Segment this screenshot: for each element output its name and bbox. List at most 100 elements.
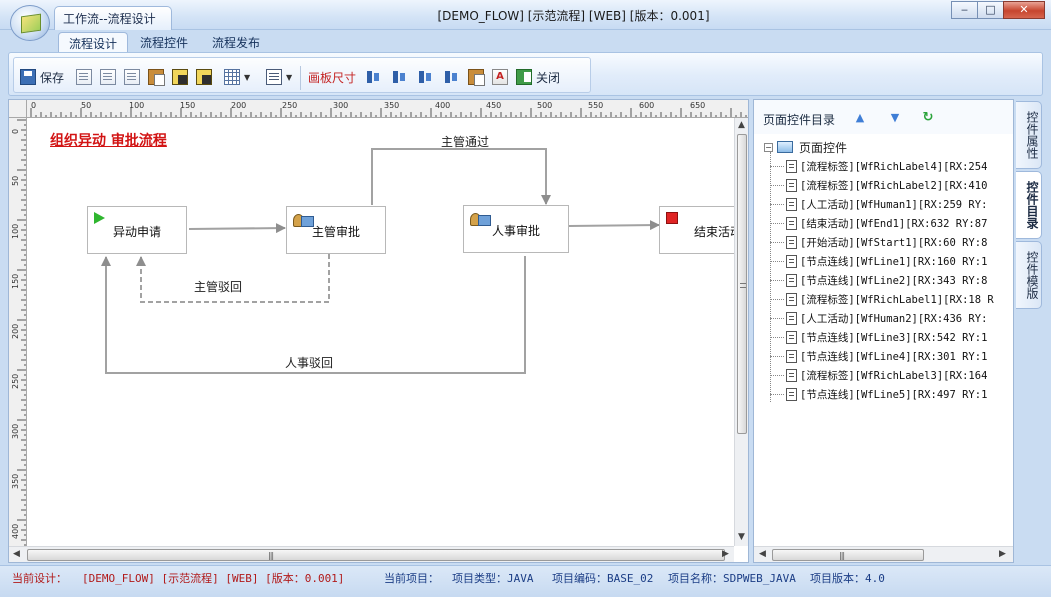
edge-hr-to-end[interactable]: [568, 220, 660, 231]
edge-hr-reject[interactable]: [101, 256, 526, 374]
edge-manager-pass[interactable]: [371, 148, 551, 205]
paste-button[interactable]: [148, 67, 165, 87]
copy-button[interactable]: [100, 67, 116, 87]
ruler-label: 450: [486, 101, 502, 110]
close-window-button[interactable]: ✕: [1003, 1, 1045, 19]
tree-item[interactable]: [节点连线][WfLine4][RX:301 RY:1: [754, 347, 1013, 366]
edge-start-to-manager[interactable]: [188, 223, 286, 234]
canvas-size-button[interactable]: 画板尺寸: [308, 70, 357, 85]
node-manager-label: 主管审批: [311, 225, 360, 239]
horizontal-scroll-thumb[interactable]: |||: [27, 549, 725, 561]
tab-flow-design[interactable]: 流程设计: [58, 32, 129, 53]
tree-item[interactable]: [结束活动][WfEnd1][RX:632 RY:87: [754, 214, 1013, 233]
flow-connectors: [101, 148, 660, 374]
maximize-button[interactable]: □: [977, 1, 1004, 19]
save-button[interactable]: 保存: [20, 67, 64, 87]
control-item-icon: [786, 255, 797, 268]
ruler-label: 50: [11, 175, 20, 186]
move-up-icon[interactable]: ▲: [855, 111, 865, 124]
tree-item[interactable]: [开始活动][WfStart1][RX:60 RY:8: [754, 233, 1013, 252]
duplicate-button[interactable]: [124, 67, 140, 87]
close-button[interactable]: 关闭: [516, 67, 560, 87]
refresh-icon[interactable]: ↻: [922, 110, 934, 125]
align-left-button[interactable]: [364, 67, 382, 87]
move-down-icon[interactable]: ▼: [890, 111, 900, 124]
send-to-back-icon: [196, 69, 212, 85]
flow-title-label[interactable]: 组织异动 审批流程: [50, 133, 167, 149]
tree-item[interactable]: [节点连线][WfLine5][RX:497 RY:1: [754, 385, 1013, 404]
align-left-icon: [364, 68, 382, 86]
ruler-label: 350: [384, 101, 400, 110]
side-tab-control-directory[interactable]: 控件目录: [1016, 171, 1042, 239]
ruler-label: 550: [588, 101, 604, 110]
tree-item[interactable]: [节点连线][WfLine2][RX:343 RY:8: [754, 271, 1013, 290]
document-tab-label: 工作流--流程设计: [63, 12, 156, 26]
scroll-right-icon[interactable]: ▶: [722, 549, 729, 559]
node-hr-approval[interactable]: 人事审批: [463, 205, 569, 253]
tree-item-label: [节点连线][WfLine4][RX:301 RY:1: [800, 351, 988, 363]
side-tab-control-templates[interactable]: 控件模版: [1016, 241, 1042, 309]
node-manager-approval[interactable]: 主管审批: [286, 206, 386, 254]
application-menu-button[interactable]: [10, 5, 50, 41]
tree-item[interactable]: [人工活动][WfHuman1][RX:259 RY:: [754, 195, 1013, 214]
ruler-label: 200: [11, 323, 20, 339]
tab-flow-controls[interactable]: 流程控件: [140, 36, 189, 50]
edge-label-manager-pass[interactable]: 主管通过: [441, 135, 490, 149]
grip-icon: [740, 283, 746, 288]
tree-item-label: [流程标签][WfRichLabel1][RX:18 R: [800, 294, 994, 306]
document-tab[interactable]: 工作流--流程设计: [54, 6, 172, 30]
tree-item[interactable]: [流程标签][WfRichLabel1][RX:18 R: [754, 290, 1013, 309]
designer-vertical-scrollbar[interactable]: ▲ ▼: [734, 118, 748, 546]
ruler-label: 300: [11, 423, 20, 439]
grid-dropdown[interactable]: ▼: [224, 67, 250, 87]
grid-icon: [224, 69, 240, 85]
control-item-icon: [786, 160, 797, 173]
flow-canvas[interactable]: 组织异动 审批流程 异动申请 主管审批 人事审批 结束活动 主管通过 主管驳回 …: [27, 118, 734, 546]
distribute-horizontal-button[interactable]: [416, 67, 434, 87]
collapse-icon[interactable]: −: [764, 142, 773, 152]
layout-dropdown[interactable]: ▼: [266, 67, 292, 87]
copy-icon: [100, 69, 116, 85]
tree-item-label: [人工活动][WfHuman1][RX:259 RY:: [800, 199, 988, 211]
vertical-scroll-thumb[interactable]: [737, 134, 747, 434]
scroll-up-icon[interactable]: ▲: [738, 120, 745, 130]
control-item-icon: [786, 331, 797, 344]
text-style-button[interactable]: A: [492, 67, 508, 87]
edge-manager-reject[interactable]: [136, 254, 330, 303]
node-end[interactable]: 结束活动: [659, 206, 734, 254]
tree-item[interactable]: [节点连线][WfLine3][RX:542 RY:1: [754, 328, 1013, 347]
current-design-label: 当前设计：: [12, 572, 67, 585]
tree-root[interactable]: − 页面控件: [764, 138, 847, 156]
send-back-button[interactable]: [196, 67, 212, 87]
tree-item[interactable]: [流程标签][WfRichLabel2][RX:410: [754, 176, 1013, 195]
distribute-vertical-icon: [442, 68, 460, 86]
node-start[interactable]: 异动申请: [87, 206, 187, 254]
tab-flow-publish[interactable]: 流程发布: [212, 36, 261, 50]
title-bar: 工作流--流程设计 [DEMO_FLOW] [示范流程] [WEB] [版本：0…: [0, 0, 1051, 30]
panel-scroll-thumb[interactable]: |||: [772, 549, 924, 561]
scroll-right-icon[interactable]: ▶: [999, 549, 1006, 559]
panel-horizontal-scrollbar[interactable]: ◀ ||| ▶: [754, 546, 1013, 562]
edge-label-manager-reject[interactable]: 主管驳回: [194, 280, 243, 294]
distribute-vertical-button[interactable]: [442, 67, 460, 87]
tree-item[interactable]: [流程标签][WfRichLabel4][RX:254: [754, 157, 1013, 176]
bring-front-button[interactable]: [172, 67, 188, 87]
vertical-ruler-ticks: [17, 119, 26, 546]
edge-label-hr-reject[interactable]: 人事驳回: [285, 356, 334, 370]
image-button[interactable]: [468, 67, 485, 87]
minimize-button[interactable]: ‒: [951, 1, 978, 19]
tree-item[interactable]: [节点连线][WfLine1][RX:160 RY:1: [754, 252, 1013, 271]
ribbon-tab-bar: 流程设计 流程控件 流程发布: [0, 30, 1051, 53]
designer-horizontal-scrollbar[interactable]: ◀ ||| ▶: [9, 546, 734, 562]
list-layout-icon: [266, 69, 282, 85]
scroll-left-icon[interactable]: ◀: [13, 549, 20, 559]
side-tab-control-properties[interactable]: 控件属性: [1016, 101, 1042, 169]
scroll-left-icon[interactable]: ◀: [759, 549, 766, 559]
tree-item[interactable]: [人工活动][WfHuman2][RX:436 RY:: [754, 309, 1013, 328]
scroll-down-icon[interactable]: ▼: [738, 532, 745, 542]
close-label: 关闭: [536, 70, 561, 85]
save-icon: [20, 69, 36, 85]
tree-item[interactable]: [流程标签][WfRichLabel3][RX:164: [754, 366, 1013, 385]
align-center-button[interactable]: [390, 67, 408, 87]
properties-button[interactable]: [76, 67, 92, 87]
